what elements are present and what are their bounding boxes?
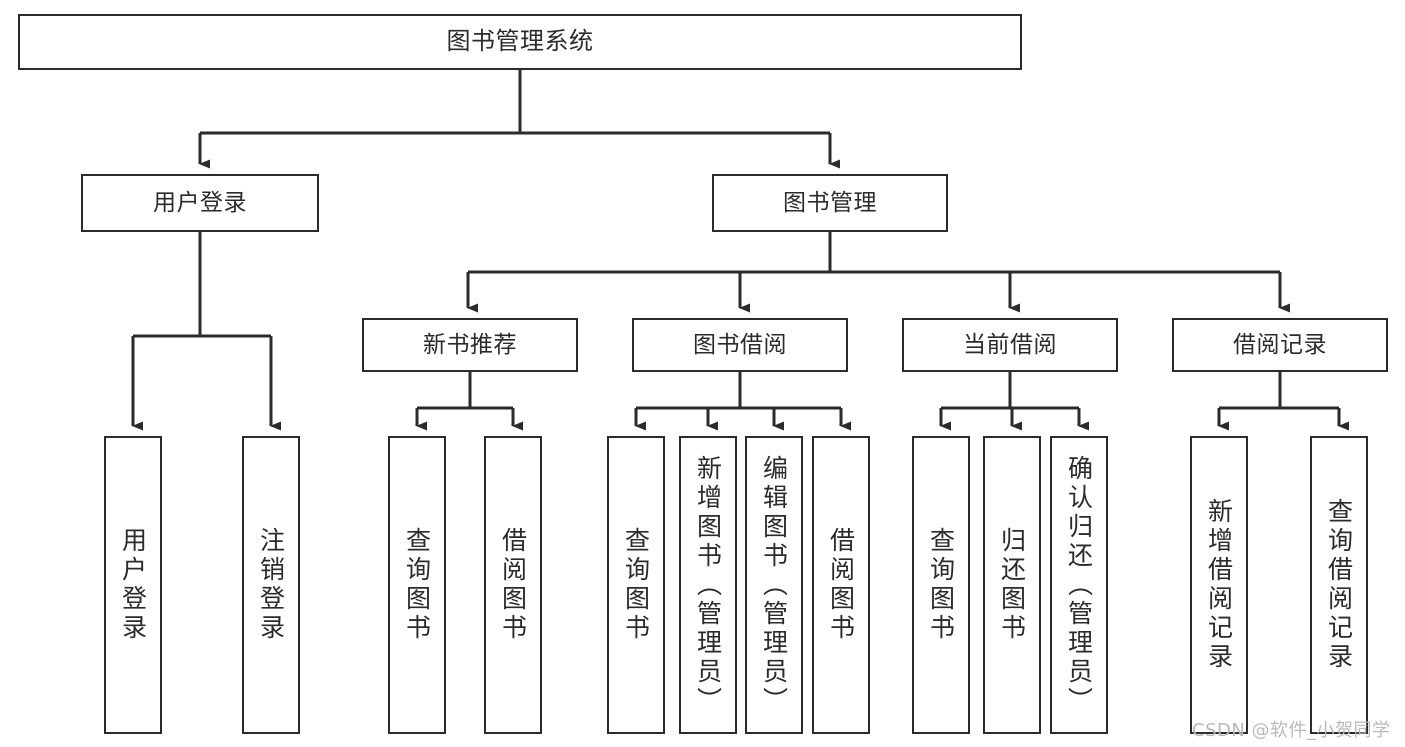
node-book-borrow-label: 图书借阅 [693,331,787,358]
node-root-system-label: 图书管理系统 [446,27,594,56]
leaf-borrow-book-rec-label: 借阅图书 [498,527,528,643]
leaf-query-record[interactable]: 查询借阅记录 [1310,436,1368,734]
edge-group-current-borrow [939,372,1089,431]
leaf-confirm-return[interactable]: 确认归还（管理员） [1050,436,1108,734]
node-book-manage-label: 图书管理 [783,189,877,216]
leaf-query-book-borrow-label: 查询图书 [621,527,651,643]
leaf-logout-label: 注销登录 [256,527,286,643]
leaf-edit-book[interactable]: 编辑图书（管理员） [745,436,803,734]
edge-group-book-manage [466,232,1290,313]
node-root-system[interactable]: 图书管理系统 [18,14,1022,70]
node-book-borrow[interactable]: 图书借阅 [632,318,848,372]
leaf-add-record[interactable]: 新增借阅记录 [1190,436,1248,734]
leaf-borrow-book[interactable]: 借阅图书 [812,436,870,734]
edge-group-root [198,70,840,169]
leaf-confirm-return-label: 确认归还（管理员） [1064,454,1094,716]
node-new-book-rec-label: 新书推荐 [423,331,517,358]
edge-group-user-login [131,232,281,431]
leaf-user-login[interactable]: 用户登录 [104,436,162,734]
node-user-login[interactable]: 用户登录 [81,174,319,232]
leaf-borrow-book-label: 借阅图书 [826,527,856,643]
leaf-add-book[interactable]: 新增图书（管理员） [679,436,737,734]
edge-group-new-book-rec [415,372,523,431]
leaf-query-book-rec[interactable]: 查询图书 [388,436,446,734]
node-current-borrow-label: 当前借阅 [963,331,1057,358]
leaf-query-book-rec-label: 查询图书 [402,527,432,643]
leaf-edit-book-label: 编辑图书（管理员） [759,454,789,716]
leaf-query-book-current-label: 查询图书 [926,527,956,643]
leaf-user-login-label: 用户登录 [118,527,148,643]
leaf-query-book-borrow[interactable]: 查询图书 [607,436,665,734]
edge-group-borrow-record [1217,372,1349,431]
leaf-add-book-label: 新增图书（管理员） [693,454,723,716]
leaf-return-book-label: 归还图书 [997,527,1027,643]
leaf-query-book-current[interactable]: 查询图书 [912,436,970,734]
leaf-return-book[interactable]: 归还图书 [983,436,1041,734]
node-borrow-record-label: 借阅记录 [1233,331,1327,358]
node-borrow-record[interactable]: 借阅记录 [1172,318,1388,372]
leaf-add-record-label: 新增借阅记录 [1204,498,1234,672]
node-new-book-rec[interactable]: 新书推荐 [362,318,578,372]
node-user-login-label: 用户登录 [153,189,247,216]
node-current-borrow[interactable]: 当前借阅 [902,318,1118,372]
leaf-borrow-book-rec[interactable]: 借阅图书 [484,436,542,734]
edge-group-book-borrow [634,372,851,431]
leaf-logout[interactable]: 注销登录 [242,436,300,734]
leaf-query-record-label: 查询借阅记录 [1324,498,1354,672]
node-book-manage[interactable]: 图书管理 [712,174,948,232]
